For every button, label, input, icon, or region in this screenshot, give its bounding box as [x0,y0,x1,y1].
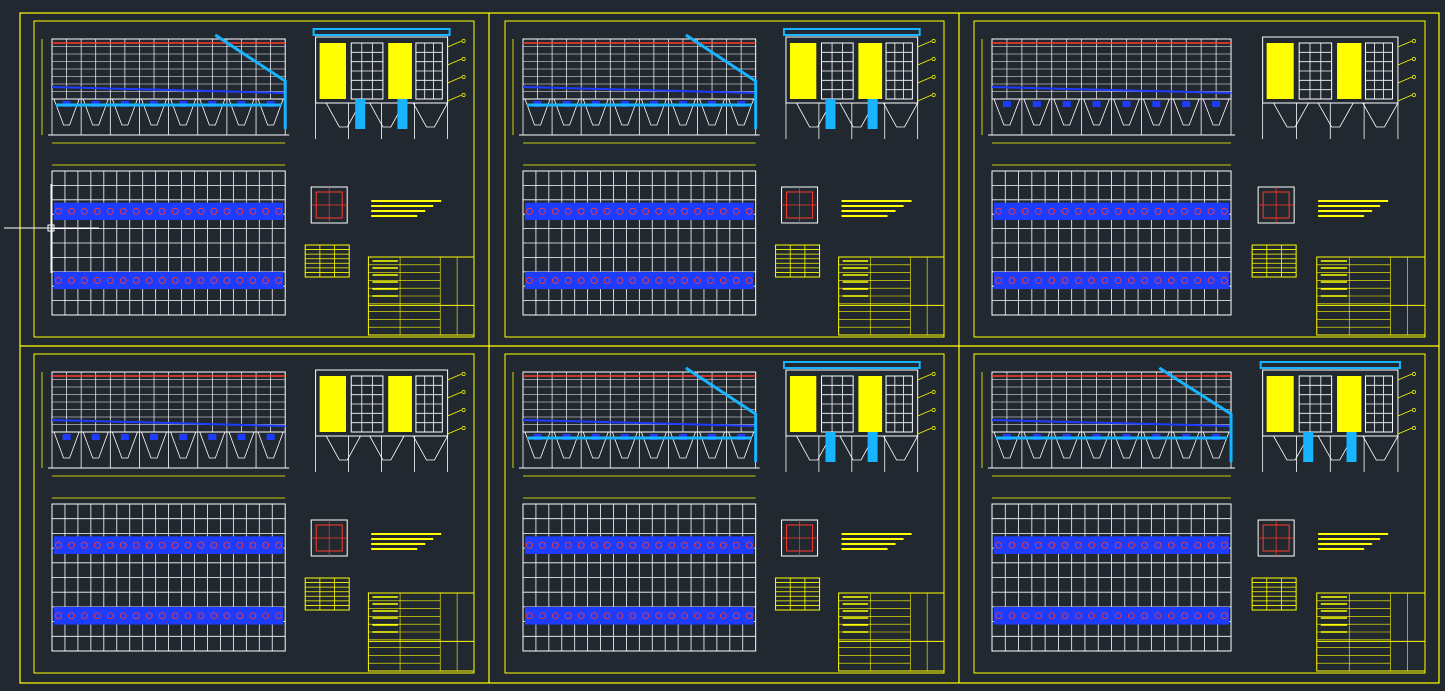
plan-view [51,164,286,316]
parts-table [304,244,350,278]
notes-block [841,200,912,217]
section-detail [1257,519,1295,557]
title-block [367,592,475,672]
notes-block [371,533,442,550]
drawing-sheets-layer [19,12,1440,684]
front-elevation-view [41,33,290,144]
title-block [367,256,475,336]
drawing-sheet-1 [33,20,475,338]
drawing-sheet-5 [504,353,945,674]
front-elevation-view [41,371,290,477]
notes-block [1318,200,1389,217]
drawing-sheet-2 [504,20,945,338]
side-elevation-view [315,369,466,472]
plan-view [522,164,757,316]
parts-table [775,244,821,278]
parts-table [775,577,821,611]
front-elevation-view [512,366,760,477]
drawing-sheet-3 [973,20,1426,338]
side-elevation-view [312,28,466,139]
title-block [838,256,945,336]
drawing-sheet-4 [33,353,475,674]
plan-view [522,497,757,652]
section-detail [1257,186,1295,224]
front-elevation-view [512,33,760,144]
parts-table [1251,244,1297,278]
notes-block [1318,533,1389,550]
section-detail [781,519,819,557]
drawing-sheet-6 [973,353,1426,674]
plan-view [991,164,1232,316]
parts-table [1251,577,1297,611]
title-block [1316,256,1426,336]
section-detail [310,519,348,557]
front-elevation-view [981,366,1236,477]
section-detail [310,186,348,224]
section-detail [781,186,819,224]
side-elevation-view [1259,361,1416,472]
notes-block [371,200,442,217]
front-elevation-view [981,38,1236,144]
title-block [1316,592,1426,672]
plan-view [51,497,286,652]
side-elevation-view [782,28,936,139]
title-block [838,592,945,672]
side-elevation-view [1262,36,1416,139]
parts-table [304,577,350,611]
plan-view [991,497,1232,652]
side-elevation-view [782,361,936,472]
notes-block [841,533,912,550]
